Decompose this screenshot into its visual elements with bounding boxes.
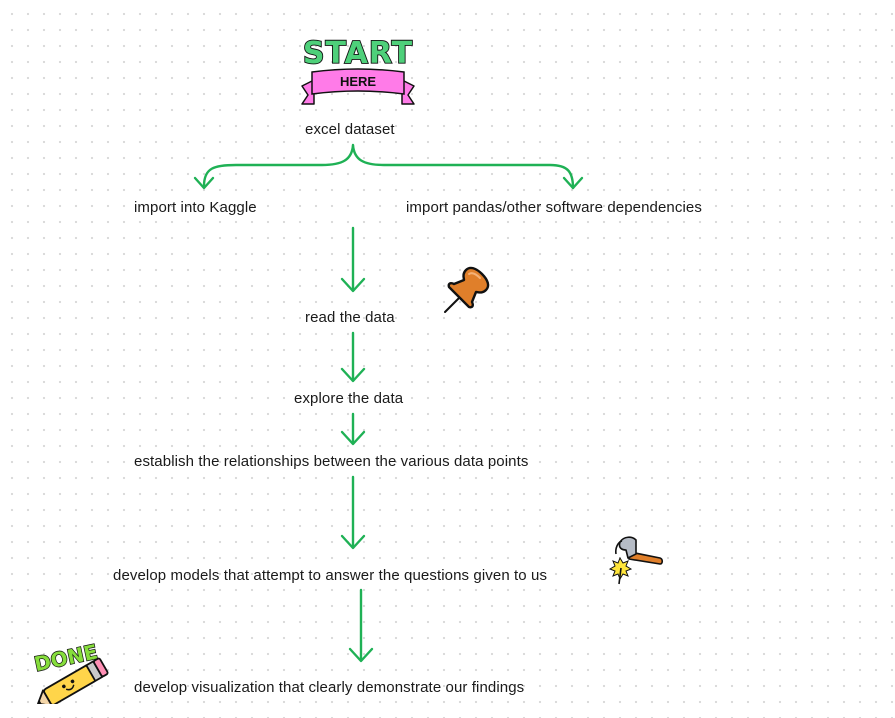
branch-brace-arrow [202,143,575,190]
node-develop-visualization: develop visualization that clearly demon… [134,679,525,696]
node-import-kaggle: import into Kaggle [134,199,257,216]
node-establish-relationships: establish the relationships between the … [134,453,529,470]
node-excel-dataset: excel dataset [305,121,395,138]
node-explore-data: explore the data [294,390,404,407]
node-develop-models: develop models that attempt to answer th… [113,567,548,584]
done-pencil-sticker-icon: DONE [31,639,109,704]
branch-left-arrowhead [193,176,215,190]
node-read-data: read the data [305,309,395,326]
pushpin-icon [444,266,490,313]
start-sticker-title: START [303,36,413,71]
branch-right-arrowhead [562,176,584,190]
start-here-sticker-icon: HERE START [301,35,415,105]
hammer-icon [608,536,664,585]
start-sticker-banner-text: HERE [340,74,376,89]
node-import-pandas: import pandas/other software dependencie… [406,199,702,216]
